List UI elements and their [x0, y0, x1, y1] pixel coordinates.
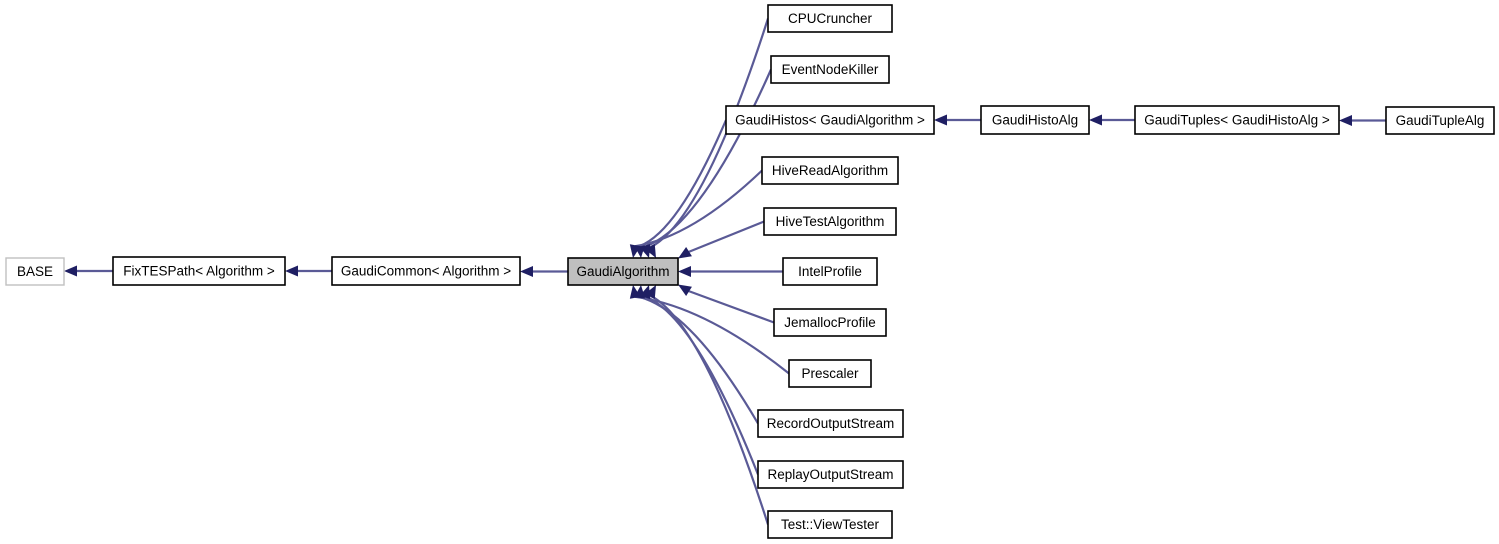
class-node-label: HiveTestAlgorithm: [776, 214, 885, 229]
class-node-label: IntelProfile: [798, 264, 862, 279]
class-node-hivereadalgorithm[interactable]: HiveReadAlgorithm: [761, 156, 899, 185]
class-node-box[interactable]: [1134, 105, 1340, 135]
class-node-label: ReplayOutputStream: [767, 467, 893, 482]
class-node-gaudialgorithm[interactable]: GaudiAlgorithm: [567, 257, 679, 286]
class-node-box[interactable]: [757, 460, 904, 489]
class-node-box[interactable]: [567, 257, 679, 286]
class-node-box[interactable]: [331, 256, 521, 286]
class-node-label: GaudiHistos< GaudiAlgorithm >: [735, 113, 925, 128]
class-node-label: GaudiAlgorithm: [576, 264, 669, 279]
class-node-box[interactable]: [782, 257, 878, 286]
class-node-box[interactable]: [112, 256, 286, 286]
class-node-jemallocprofile[interactable]: JemallocProfile: [773, 308, 887, 337]
class-node-label: HiveReadAlgorithm: [772, 163, 888, 178]
edges-layer: [64, 18, 1386, 525]
class-node-box[interactable]: [5, 257, 65, 286]
class-node-label: GaudiTuples< GaudiHistoAlg >: [1144, 113, 1330, 128]
class-node-box[interactable]: [980, 105, 1090, 135]
class-node-gaudituplealg[interactable]: GaudiTupleAlg: [1385, 106, 1495, 135]
class-node-recordoutputstream[interactable]: RecordOutputStream: [757, 409, 904, 438]
class-node-label: BASE: [17, 264, 53, 279]
class-node-box[interactable]: [788, 359, 872, 388]
class-node-label: Prescaler: [801, 366, 859, 381]
class-node-label: RecordOutputStream: [767, 416, 895, 431]
class-node-label: GaudiTupleAlg: [1396, 113, 1485, 128]
class-node-gaudituples[interactable]: GaudiTuples< GaudiHistoAlg >: [1134, 105, 1340, 135]
class-node-label: FixTESPath< Algorithm >: [123, 264, 275, 279]
class-node-box[interactable]: [763, 207, 897, 236]
class-node-cpucruncher[interactable]: CPUCruncher: [767, 4, 893, 33]
class-node-label: GaudiCommon< Algorithm >: [341, 264, 511, 279]
class-node-box[interactable]: [761, 156, 899, 185]
class-node-base[interactable]: BASE: [5, 257, 65, 286]
class-node-box[interactable]: [725, 105, 935, 135]
class-node-intelprofile[interactable]: IntelProfile: [782, 257, 878, 286]
nodes-layer: BASE FixTESPath< Algorithm > GaudiCommon< …: [5, 4, 1495, 539]
class-node-box[interactable]: [770, 55, 890, 84]
class-node-box[interactable]: [767, 4, 893, 33]
class-node-label: EventNodeKiller: [782, 62, 879, 77]
class-node-label: CPUCruncher: [788, 11, 873, 26]
class-node-hivetestalgorithm[interactable]: HiveTestAlgorithm: [763, 207, 897, 236]
class-node-label: GaudiHistoAlg: [992, 113, 1078, 128]
class-node-label: JemallocProfile: [784, 315, 876, 330]
class-node-eventnodekiller[interactable]: EventNodeKiller: [770, 55, 890, 84]
class-node-gaudihistos[interactable]: GaudiHistos< GaudiAlgorithm >: [725, 105, 935, 135]
class-node-gaudicommon[interactable]: GaudiCommon< Algorithm >: [331, 256, 521, 286]
class-node-box[interactable]: [767, 510, 893, 539]
class-node-viewtester[interactable]: Test::ViewTester: [767, 510, 893, 539]
class-node-box[interactable]: [757, 409, 904, 438]
class-node-prescaler[interactable]: Prescaler: [788, 359, 872, 388]
class-node-box[interactable]: [773, 308, 887, 337]
class-node-gaudihistoalg[interactable]: GaudiHistoAlg: [980, 105, 1090, 135]
class-node-fixtespath[interactable]: FixTESPath< Algorithm >: [112, 256, 286, 286]
class-node-box[interactable]: [1385, 106, 1495, 135]
class-node-replayoutputstream[interactable]: ReplayOutputStream: [757, 460, 904, 489]
class-node-label: Test::ViewTester: [781, 517, 880, 532]
